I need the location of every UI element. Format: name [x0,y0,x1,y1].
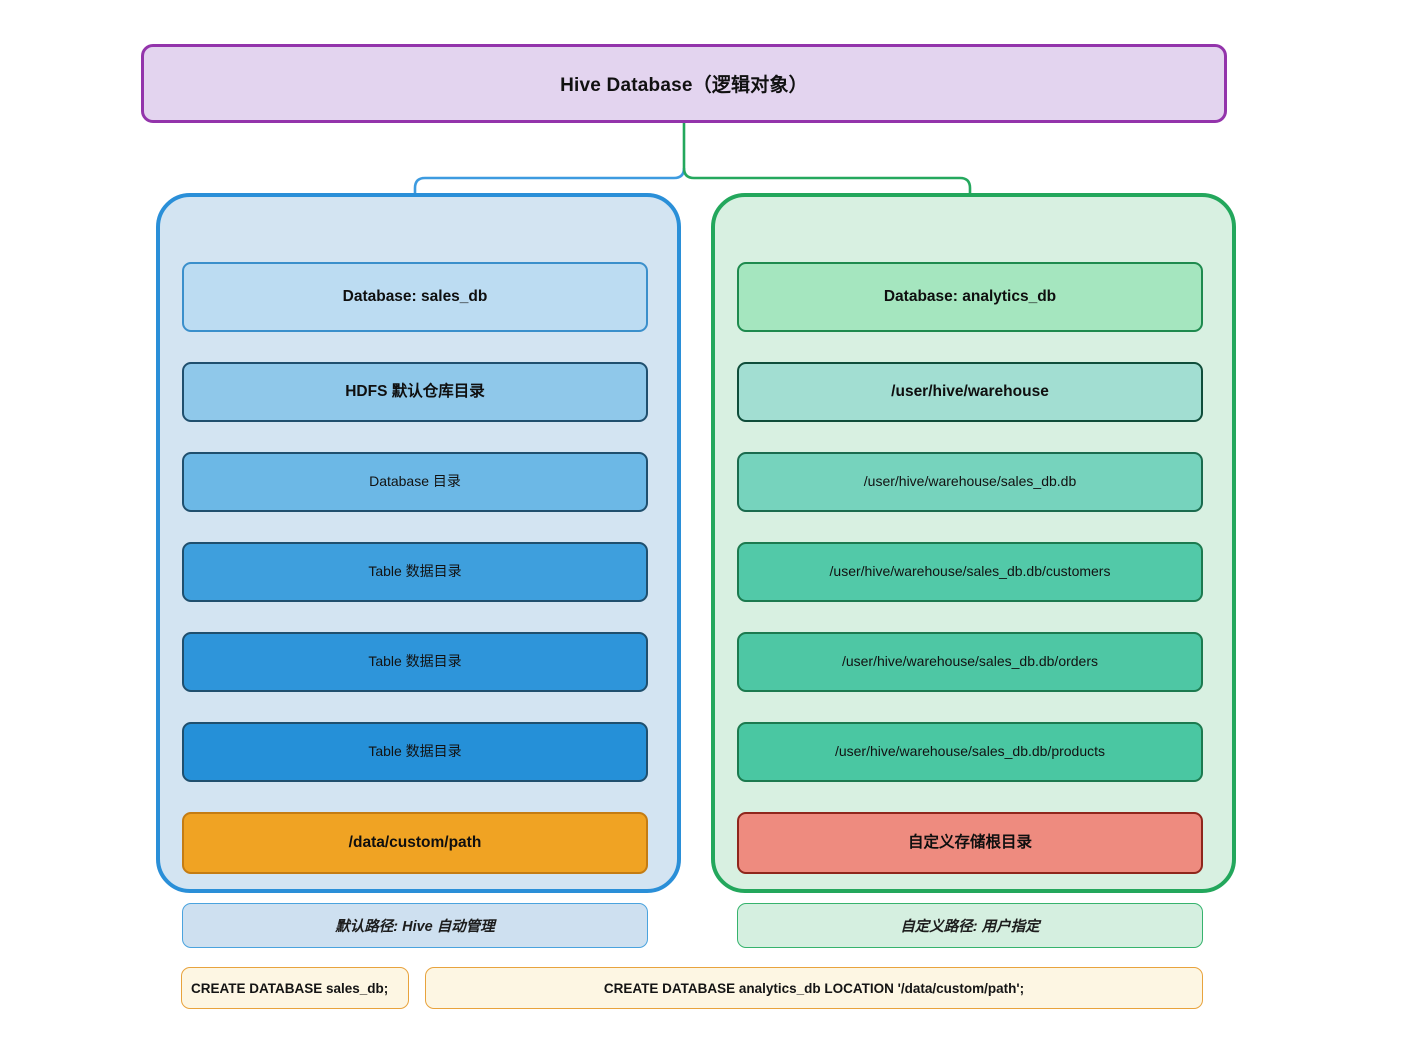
step-label: Table 数据目录 [368,743,462,760]
step-table-data-dir-1[interactable]: Table 数据目录 [182,542,648,602]
step-label: Database 目录 [369,473,461,490]
step-user-hive-warehouse[interactable]: /user/hive/warehouse [737,362,1203,422]
step-sales-db-dir[interactable]: /user/hive/warehouse/sales_db.db [737,452,1203,512]
note-create-database-sales-db: CREATE DATABASE sales_db; [181,967,409,1009]
note-text: CREATE DATABASE analytics_db LOCATION '/… [603,980,1025,996]
step-table-data-dir-3[interactable]: Table 数据目录 [182,722,648,782]
root-node-hive-database[interactable]: Hive Database（逻辑对象） [141,44,1227,123]
step-hdfs-default-warehouse-dir[interactable]: HDFS 默认仓库目录 [182,362,648,422]
caption-default-path: 默认路径: Hive 自动管理 [182,903,648,948]
step-label: /user/hive/warehouse/sales_db.db [863,473,1077,490]
step-database-dir[interactable]: Database 目录 [182,452,648,512]
caption-label: 默认路径: Hive 自动管理 [335,919,495,935]
step-label: 自定义存储根目录 [907,834,1032,852]
step-label: Database: sales_db [342,288,488,306]
step-label: /user/hive/warehouse/sales_db.db/orders [841,653,1099,670]
step-table-data-dir-2[interactable]: Table 数据目录 [182,632,648,692]
caption-label: 自定义路径: 用户指定 [900,919,1040,935]
note-text: CREATE DATABASE sales_db; [191,980,389,996]
step-label: /user/hive/warehouse/sales_db.db/product… [834,743,1106,760]
note-create-database-analytics-db: CREATE DATABASE analytics_db LOCATION '/… [425,967,1203,1009]
step-products-dir[interactable]: /user/hive/warehouse/sales_db.db/product… [737,722,1203,782]
step-custom-storage-root-highlight[interactable]: 自定义存储根目录 [737,812,1203,874]
step-database-sales-db[interactable]: Database: sales_db [182,262,648,332]
root-node-label: Hive Database（逻辑对象） [560,75,808,96]
caption-custom-path: 自定义路径: 用户指定 [737,903,1203,948]
step-customers-dir[interactable]: /user/hive/warehouse/sales_db.db/custome… [737,542,1203,602]
step-label: Table 数据目录 [368,653,462,670]
step-database-analytics-db[interactable]: Database: analytics_db [737,262,1203,332]
step-label: Database: analytics_db [883,288,1057,306]
step-orders-dir[interactable]: /user/hive/warehouse/sales_db.db/orders [737,632,1203,692]
step-label: /user/hive/warehouse [891,383,1049,401]
step-label: Table 数据目录 [368,563,462,580]
step-label: /data/custom/path [348,834,482,852]
step-label: HDFS 默认仓库目录 [345,383,485,401]
step-label: /user/hive/warehouse/sales_db.db/custome… [829,563,1111,580]
step-custom-path-highlight[interactable]: /data/custom/path [182,812,648,874]
